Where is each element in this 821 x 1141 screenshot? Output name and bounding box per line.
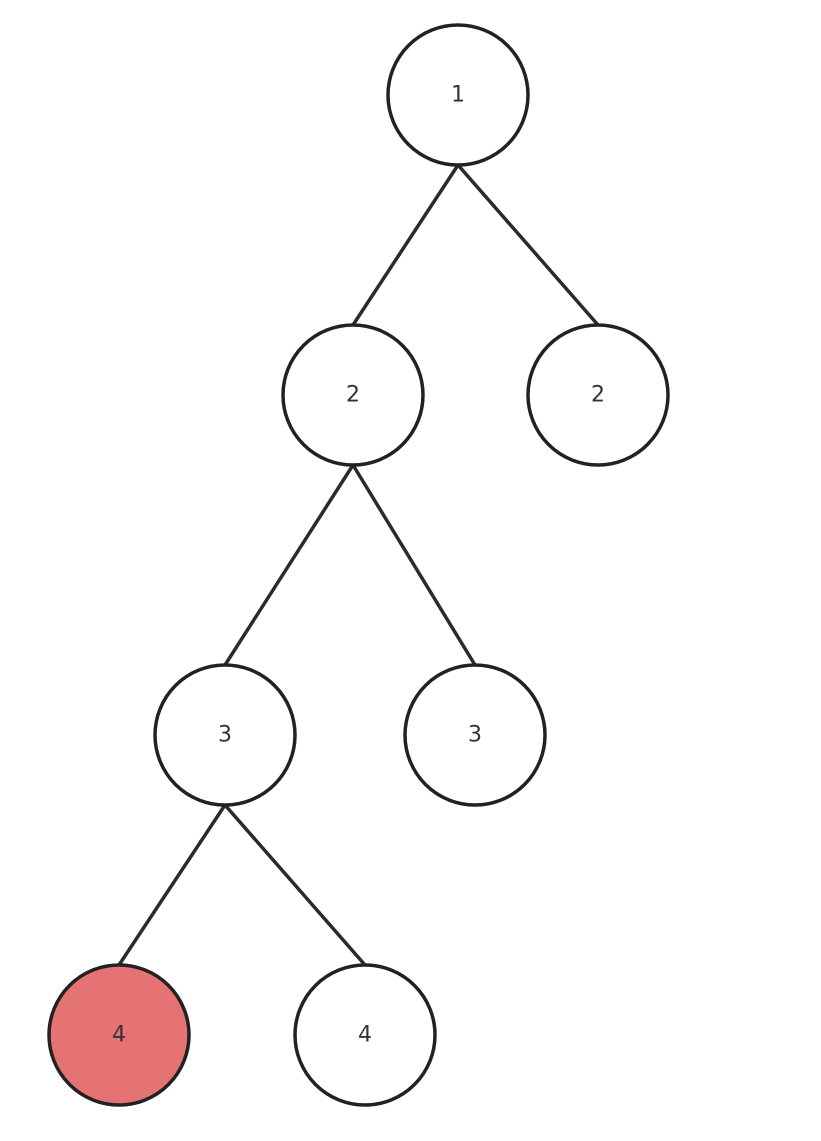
tree-node: 4 (293, 963, 437, 1107)
tree-node-label: 2 (591, 383, 605, 408)
tree-node-label: 3 (468, 723, 482, 748)
tree-node-circle (386, 23, 530, 167)
tree-node: 4 (47, 963, 191, 1107)
tree-node-circle-highlighted (47, 963, 191, 1107)
tree-edge-n2a-n3b (351, 463, 477, 667)
tree-node: 3 (403, 663, 547, 807)
tree-nodes: 1 2 2 3 3 4 4 (47, 23, 670, 1107)
tree-node-label: 4 (358, 1023, 372, 1048)
tree-node: 2 (526, 323, 670, 467)
tree-node-label: 4 (112, 1023, 126, 1048)
tree-node-circle (403, 663, 547, 807)
tree-edges (117, 163, 600, 967)
tree-node: 3 (153, 663, 297, 807)
tree-edge-n1-n2b (456, 163, 600, 327)
tree-node-circle (153, 663, 297, 807)
tree-node-circle (281, 323, 425, 467)
tree-node-label: 1 (451, 83, 465, 108)
tree-node-circle (293, 963, 437, 1107)
tree-edge-n3a-n4a (117, 803, 227, 967)
tree-edge-n2a-n3a (223, 463, 355, 667)
tree-edge-n3a-n4b (223, 803, 367, 967)
tree-node-label: 2 (346, 383, 360, 408)
tree-node-label: 3 (218, 723, 232, 748)
tree-edge-n1-n2a (351, 163, 460, 327)
tree-node-circle (526, 323, 670, 467)
tree-node: 1 (386, 23, 530, 167)
tree-node: 2 (281, 323, 425, 467)
